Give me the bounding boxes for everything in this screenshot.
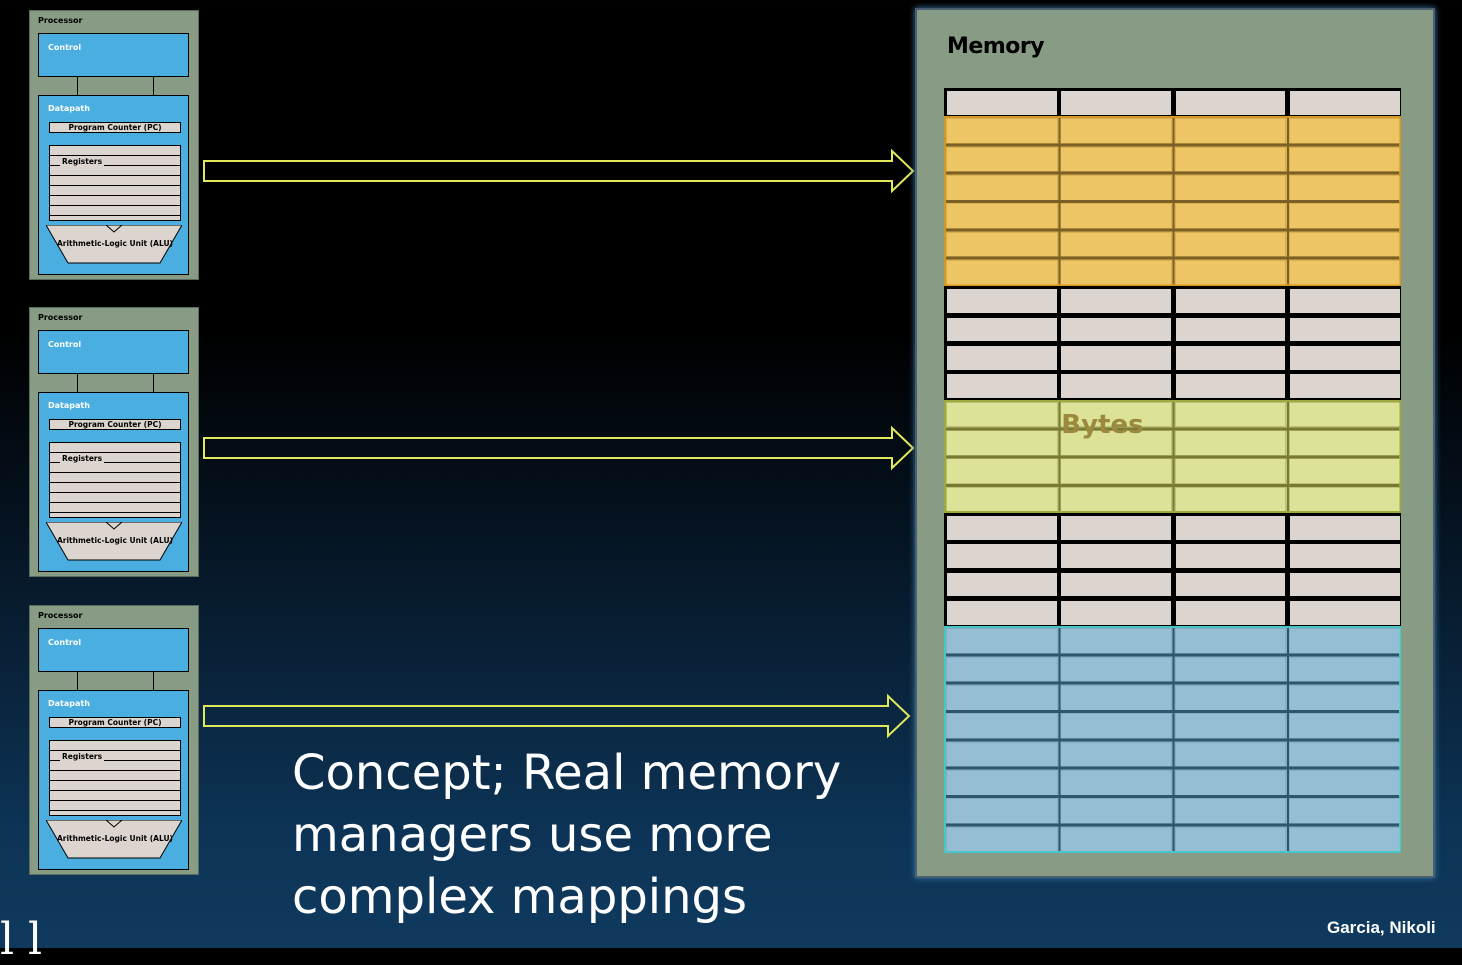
alu-shape bbox=[46, 820, 182, 859]
memory-cell bbox=[1061, 346, 1171, 370]
alu-label: Arithmetic-Logic Unit (ALU) bbox=[56, 834, 173, 843]
memory-cell bbox=[1289, 91, 1400, 115]
memory-cell bbox=[1061, 516, 1171, 540]
processor-title: Processor bbox=[38, 313, 83, 322]
memory-cell bbox=[947, 572, 1057, 597]
memory-cell bbox=[1289, 544, 1400, 569]
mapping-arrow-3 bbox=[203, 693, 911, 739]
memory-cell bbox=[1175, 601, 1286, 625]
caption-line-2: managers use more bbox=[292, 807, 773, 863]
memory-cell bbox=[947, 317, 1057, 342]
control-unit: Control bbox=[38, 628, 189, 672]
caption-line-1: Concept; Real memory bbox=[292, 745, 842, 801]
memory-cell bbox=[1175, 572, 1286, 597]
memory-cell bbox=[1175, 544, 1286, 569]
datapath-label: Datapath bbox=[48, 699, 90, 708]
processor-3: Processor Control Datapath Program Count… bbox=[29, 605, 199, 875]
control-unit: Control bbox=[38, 33, 189, 77]
control-label: Control bbox=[48, 638, 82, 647]
datapath-label: Datapath bbox=[48, 104, 90, 113]
registers: Registers bbox=[49, 740, 181, 816]
memory-cell bbox=[947, 374, 1057, 399]
registers: Registers bbox=[49, 145, 181, 221]
mapping-arrow-1 bbox=[203, 148, 915, 194]
memory-cell bbox=[1289, 317, 1400, 342]
caption-line-3: complex mappings bbox=[292, 869, 748, 925]
memory-cell bbox=[1175, 346, 1286, 370]
memory-cell bbox=[947, 544, 1057, 569]
memory-cell bbox=[947, 289, 1057, 314]
processor-1: Processor Control Datapath Program Count… bbox=[29, 10, 199, 280]
processor-title: Processor bbox=[38, 16, 83, 25]
datapath: Datapath Program Counter (PC) Registers bbox=[38, 690, 189, 870]
processor-title: Processor bbox=[38, 611, 83, 620]
control-down-arrow bbox=[77, 374, 78, 392]
memory-cell bbox=[1061, 289, 1171, 314]
footer-author: Garcia, Nikoli bbox=[1327, 918, 1436, 937]
memory-cell bbox=[1289, 601, 1400, 625]
memory-grid: Bytes bbox=[944, 88, 1401, 853]
control-down-arrow bbox=[77, 77, 78, 95]
program-counter: Program Counter (PC) bbox=[49, 122, 181, 133]
memory-cell bbox=[1289, 346, 1400, 370]
memory-cell bbox=[1061, 544, 1171, 569]
memory-cell bbox=[1175, 91, 1286, 115]
memory-block: Memory Bytes bbox=[915, 8, 1435, 878]
processor-2: Processor Control Datapath Program Count… bbox=[29, 307, 199, 577]
memory-cell bbox=[1061, 91, 1171, 115]
memory-cell bbox=[1175, 317, 1286, 342]
control-up-arrow bbox=[153, 77, 154, 95]
memory-cell bbox=[947, 601, 1057, 625]
mapping-arrow-2 bbox=[203, 425, 915, 471]
program-counter: Program Counter (PC) bbox=[49, 717, 181, 728]
memory-cell bbox=[947, 91, 1057, 115]
memory-cell bbox=[1061, 317, 1171, 342]
yellow-region bbox=[944, 399, 1401, 513]
alu-shape bbox=[46, 522, 182, 561]
alu-shape bbox=[46, 225, 182, 264]
memory-title: Memory bbox=[947, 34, 1045, 59]
caption: Concept; Real memory managers use more c… bbox=[292, 742, 872, 928]
memory-cell bbox=[1175, 374, 1286, 399]
memory-cell bbox=[1289, 572, 1400, 597]
memory-cell bbox=[947, 346, 1057, 370]
control-label: Control bbox=[48, 340, 82, 349]
datapath-label: Datapath bbox=[48, 401, 90, 410]
memory-cell bbox=[1061, 572, 1171, 597]
memory-cell bbox=[1175, 516, 1286, 540]
registers-label: Registers bbox=[60, 454, 105, 463]
registers: Registers bbox=[49, 442, 181, 518]
memory-cell bbox=[1061, 601, 1171, 625]
memory-cell bbox=[1289, 516, 1400, 540]
control-up-arrow bbox=[153, 672, 154, 690]
memory-cell bbox=[947, 516, 1057, 540]
control-unit: Control bbox=[38, 330, 189, 374]
logo-fragment: l l bbox=[0, 914, 43, 965]
bytes-label: Bytes bbox=[1061, 409, 1144, 440]
memory-cell bbox=[1061, 374, 1171, 399]
memory-cell bbox=[1175, 289, 1286, 314]
control-up-arrow bbox=[153, 374, 154, 392]
blue-region bbox=[944, 626, 1401, 853]
alu-label: Arithmetic-Logic Unit (ALU) bbox=[56, 536, 173, 545]
control-label: Control bbox=[48, 43, 82, 52]
orange-region bbox=[944, 116, 1401, 287]
alu-label: Arithmetic-Logic Unit (ALU) bbox=[56, 239, 173, 248]
program-counter: Program Counter (PC) bbox=[49, 419, 181, 430]
memory-cell bbox=[1289, 374, 1400, 399]
registers-label: Registers bbox=[60, 157, 105, 166]
registers-label: Registers bbox=[60, 752, 105, 761]
memory-cell bbox=[1289, 289, 1400, 314]
control-down-arrow bbox=[77, 672, 78, 690]
